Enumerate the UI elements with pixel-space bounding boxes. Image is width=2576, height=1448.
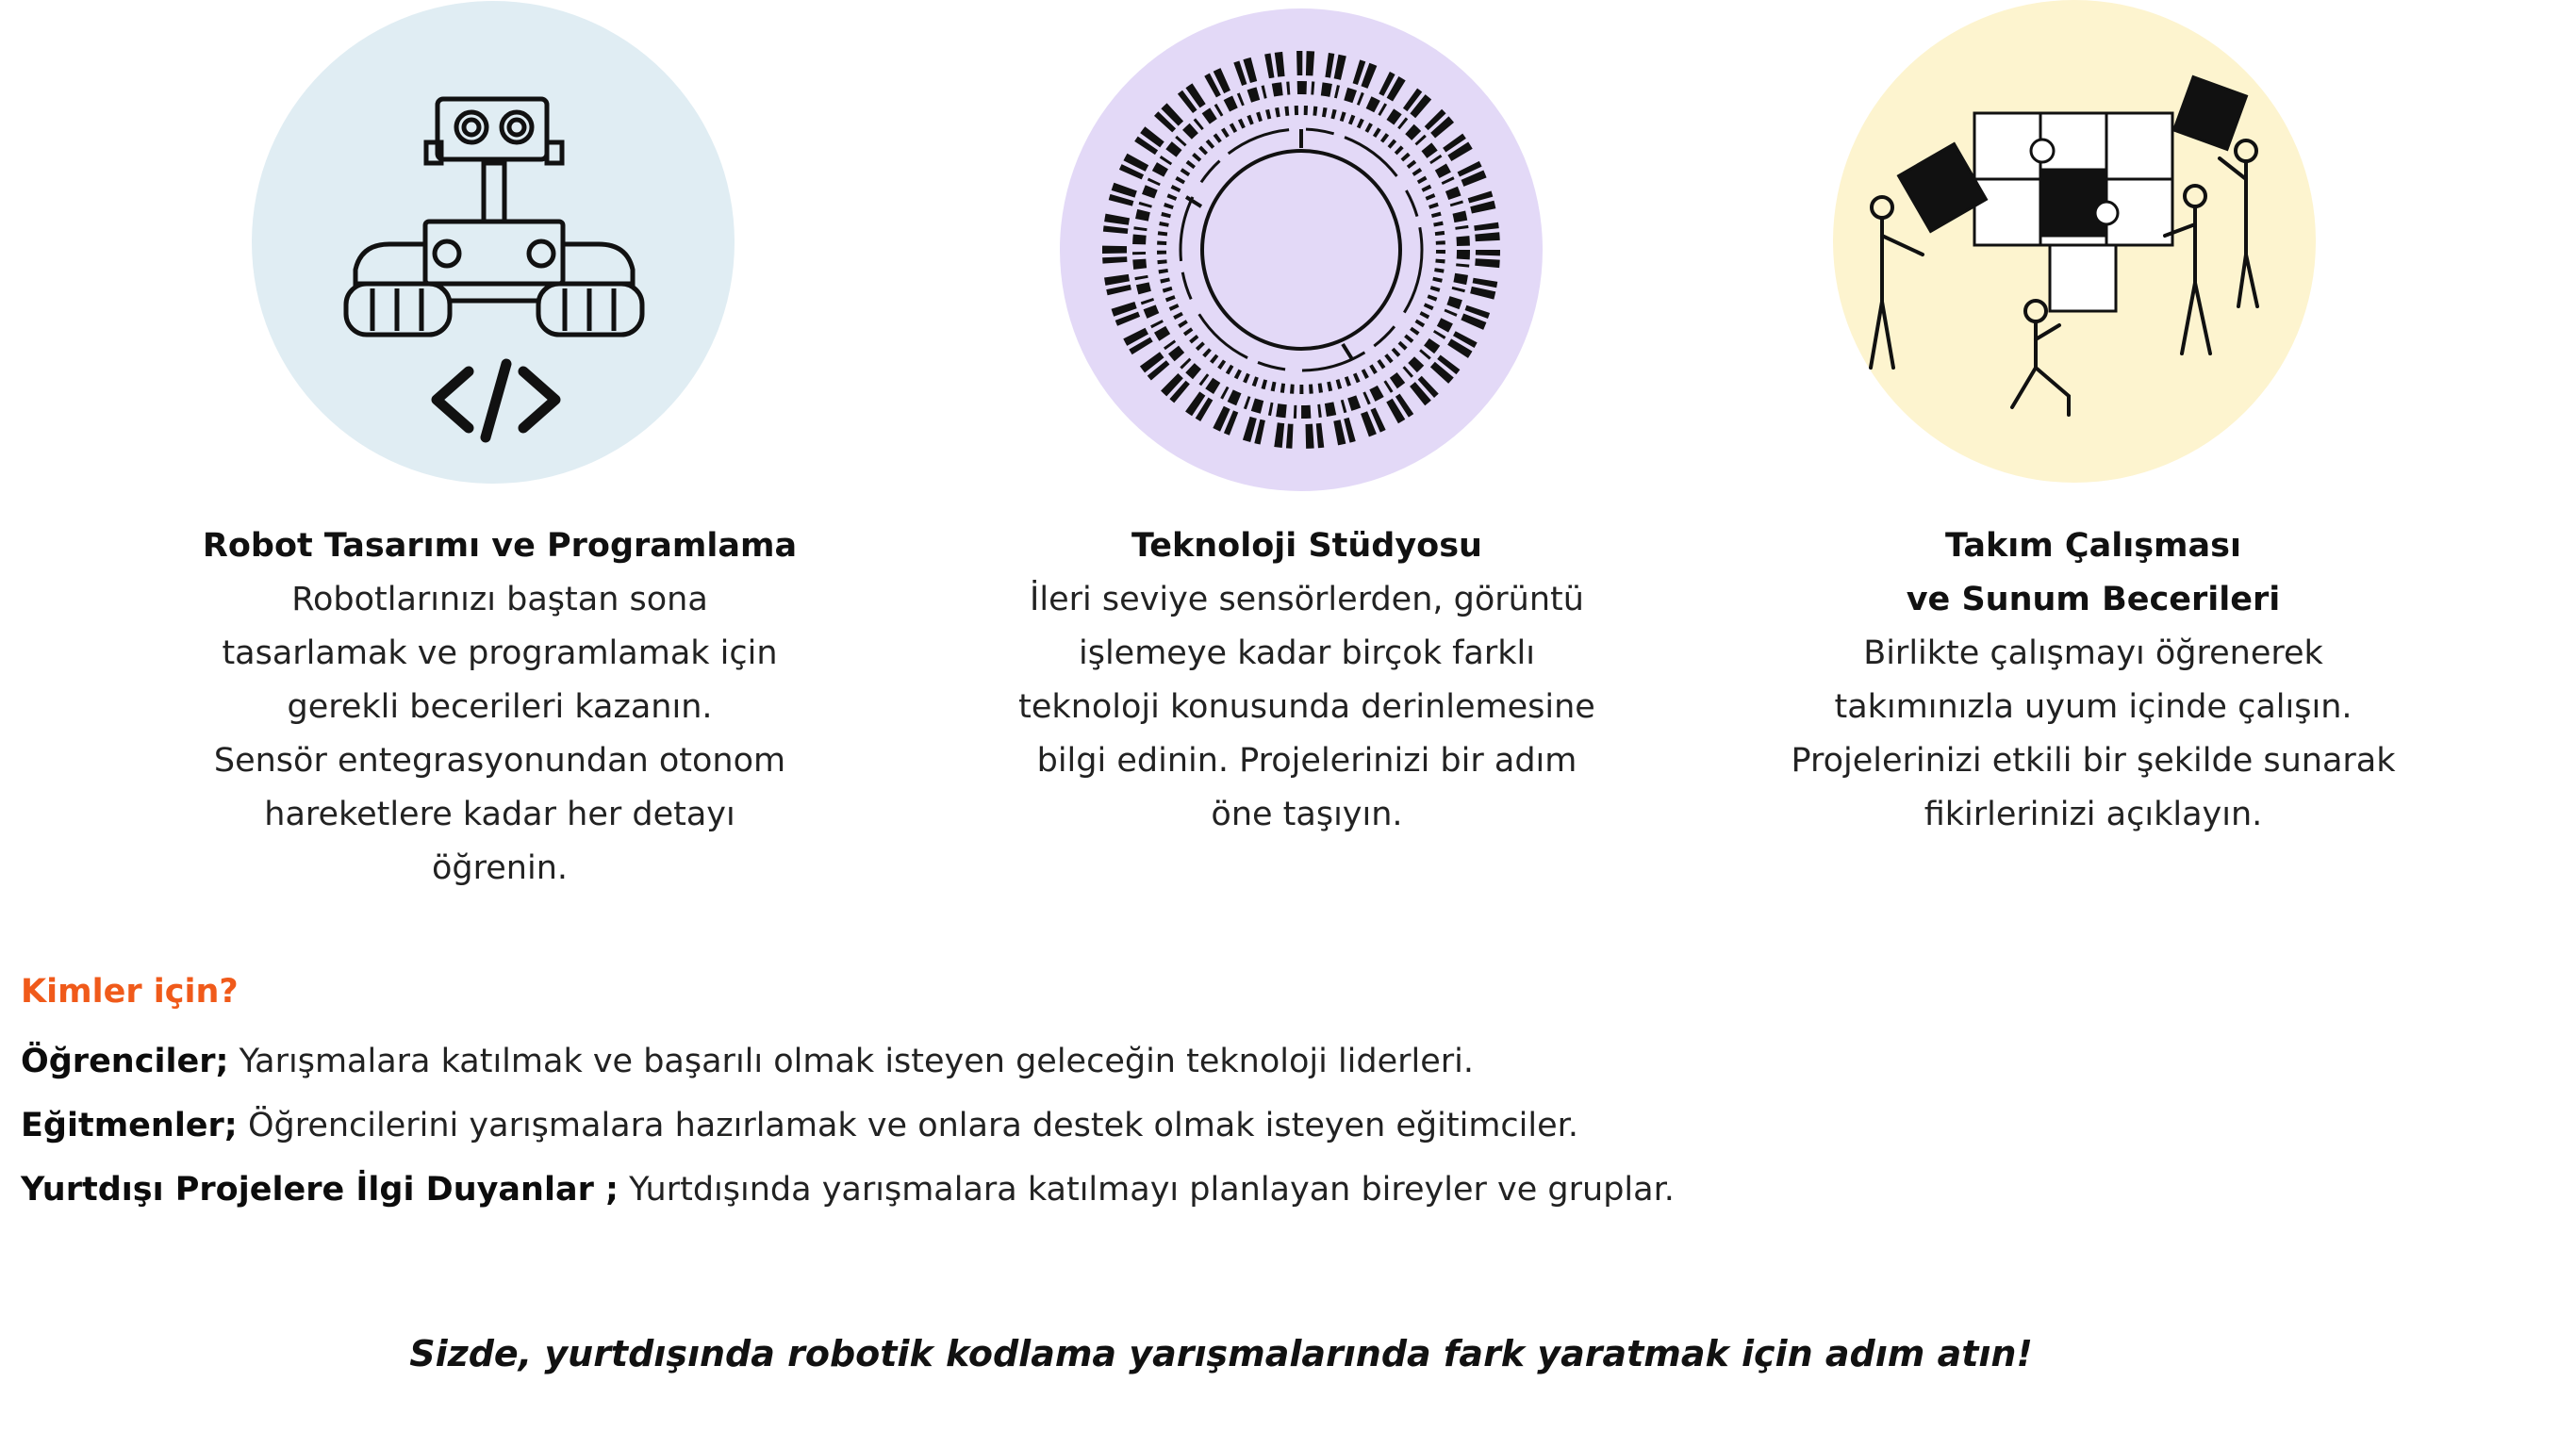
robot-code-icon — [343, 96, 645, 443]
feature-text-line: öğrenin. — [432, 849, 568, 887]
audience-label: Eğitmenler; — [21, 1107, 238, 1144]
feature-title: ve Sunum Becerileri — [1906, 581, 2281, 618]
feature-text-line: bilgi edinin. Projelerinizi bir adım — [1036, 742, 1577, 780]
feature-text-line: Projelerinizi etkili bir şekilde sunarak — [1791, 742, 2396, 780]
feature-text-line: Sensör entegrasyonundan otonom — [213, 742, 786, 780]
feature-card-robot: Robot Tasarımı ve Programlama Robotların… — [170, 519, 830, 896]
feature-text-line: Robotlarınızı baştan sona — [291, 581, 708, 618]
feature-title: Takım Çalışması — [1945, 527, 2241, 565]
feature-card-team: Takım Çalışması ve Sunum Becerileri Birl… — [1763, 519, 2423, 842]
audience-text: Yarışmalara katılmak ve başarılı olmak i… — [228, 1043, 1475, 1080]
feature-text-line: fikirlerinizi açıklayın. — [1924, 796, 2263, 833]
feature-circle-robot — [252, 1, 735, 484]
feature-text-line: İleri seviye sensörlerden, görüntü — [1030, 581, 1584, 618]
audience-item: Eğitmenler; Öğrencilerini yarışmalara ha… — [21, 1103, 1578, 1148]
audience-label: Öğrenciler; — [21, 1043, 229, 1080]
feature-title: Teknoloji Stüdyosu — [1131, 527, 1482, 565]
feature-text-line: Birlikte çalışmayı öğrenerek — [1863, 634, 2323, 672]
puzzle-team-icon — [1869, 74, 2259, 417]
audience-label: Yurtdışı Projelere İlgi Duyanlar ; — [21, 1171, 619, 1209]
feature-text-line: öne taşıyın. — [1211, 796, 1403, 833]
feature-text-line: takımınızla uyum içinde çalışın. — [1834, 688, 2353, 726]
audience-heading: Kimler için? — [21, 973, 239, 1011]
audience-item: Yurtdışı Projelere İlgi Duyanlar ; Yurtd… — [21, 1167, 1675, 1212]
feature-text-line: gerekli becerileri kazanın. — [287, 688, 713, 726]
feature-text-line: teknoloji konusunda derinlemesine — [1018, 688, 1595, 726]
call-to-action: Sizde, yurtdışında robotik kodlama yarış… — [409, 1333, 2033, 1374]
feature-text-line: işlemeye kadar birçok farklı — [1079, 634, 1535, 672]
audience-text: Yurtdışında yarışmalara katılmayı planla… — [619, 1171, 1675, 1209]
audience-item: Öğrenciler; Yarışmalara katılmak ve başa… — [21, 1039, 1474, 1084]
feature-text-line: tasarlamak ve programlamak için — [222, 634, 778, 672]
feature-card-tech: Teknoloji Stüdyosu İleri seviye sensörle… — [977, 519, 1637, 842]
feature-circle-team — [1833, 0, 2316, 483]
tech-circle-icon — [1102, 51, 1500, 449]
feature-text-line: hareketlere kadar her detayı — [264, 796, 735, 833]
audience-text: Öğrencilerini yarışmalara hazırlamak ve … — [237, 1107, 1578, 1144]
feature-circle-tech — [1060, 8, 1543, 491]
feature-title: Robot Tasarımı ve Programlama — [202, 527, 798, 565]
